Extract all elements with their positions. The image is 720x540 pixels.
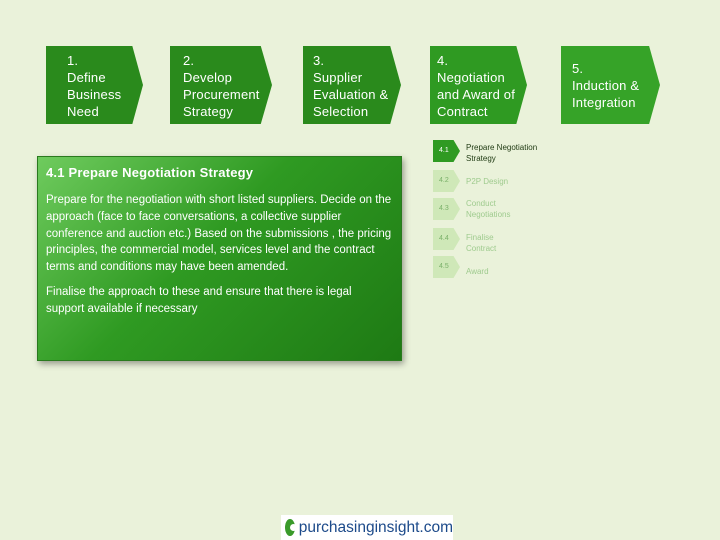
substep-4-5-badge: 4.5 bbox=[433, 256, 460, 278]
detail-paragraph-2: Finalise the approach to these and ensur… bbox=[46, 285, 352, 315]
detail-paragraph-1: Prepare for the negotiation with short l… bbox=[46, 194, 392, 274]
step-label: 2. Develop Procurement Strategy bbox=[183, 53, 260, 119]
substep-4-2-badge: 4.2 bbox=[433, 170, 460, 192]
substep-4-4-badge: 4.4 bbox=[433, 228, 460, 250]
step-3-supplier-evaluation: 3. Supplier Evaluation & Selection bbox=[303, 46, 401, 124]
step-label: 5. Induction & Integration bbox=[572, 61, 640, 110]
substep-4-1-badge: 4.1 bbox=[433, 140, 460, 162]
step-label: 1. Define Business Need bbox=[67, 53, 122, 119]
substep-4-1-label: Prepare Negotiation Strategy bbox=[466, 143, 538, 163]
substep-4-2-label: P2P Design bbox=[466, 177, 509, 186]
substep-4-3-badge: 4.3 bbox=[433, 198, 460, 220]
step-4-negotiation-award: 4. Negotiation and Award of Contract bbox=[430, 46, 527, 124]
logo-mark-icon bbox=[285, 519, 297, 536]
step-1-define-business-need: 1. Define Business Need bbox=[46, 46, 143, 124]
step-label: 3. Supplier Evaluation & Selection bbox=[313, 53, 389, 119]
logo-text: purchasinginsight.com bbox=[298, 518, 453, 536]
step-2-develop-procurement-strategy: 2. Develop Procurement Strategy bbox=[170, 46, 272, 124]
step-5-induction-integration: 5. Induction & Integration bbox=[561, 46, 660, 124]
detail-title: 4.1 Prepare Negotiation Strategy bbox=[46, 165, 254, 180]
step-label: 4. Negotiation and Award of Contract bbox=[437, 53, 516, 119]
substep-4-5-label: Award bbox=[466, 267, 489, 276]
detail-panel: 4.1 Prepare Negotiation Strategy Prepare… bbox=[37, 156, 402, 361]
substep-4-3-label: Conduct Negotiations bbox=[466, 199, 511, 219]
purchasing-insight-logo: purchasinginsight.com bbox=[281, 515, 453, 540]
substep-4-4-label: Finalise Contract bbox=[466, 233, 497, 253]
